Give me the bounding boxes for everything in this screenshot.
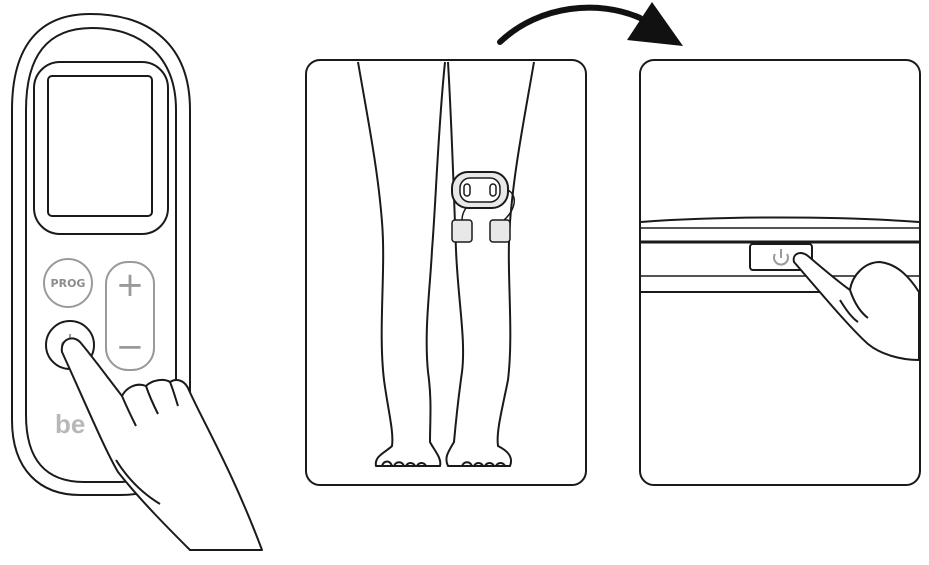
electrode-pad-right [489,219,511,243]
brand-logo-partial: be [55,409,85,439]
curved-arrow-icon [497,2,683,46]
prog-button[interactable]: PROG [43,258,93,308]
display-screen [47,75,153,217]
legs-panel [305,59,587,486]
plus-button-label: + [116,265,145,305]
remote-control-unit [11,12,191,496]
intensity-rocker[interactable]: + − [105,261,155,371]
electrode-pad-left [451,219,473,243]
minus-button-label: − [116,327,145,367]
prog-button-label: PROG [51,277,86,290]
main-unit-panel [639,59,921,486]
screen-bezel [33,61,169,235]
hand-pressing-remote-icon [60,337,263,551]
electrode-main-unit [451,171,509,209]
remote-inner-body [25,26,177,483]
legs-drawing [357,61,535,467]
power-icon [773,253,789,266]
remote-outer-body [11,12,191,496]
hand-pressing-main-unit-icon [792,252,920,361]
